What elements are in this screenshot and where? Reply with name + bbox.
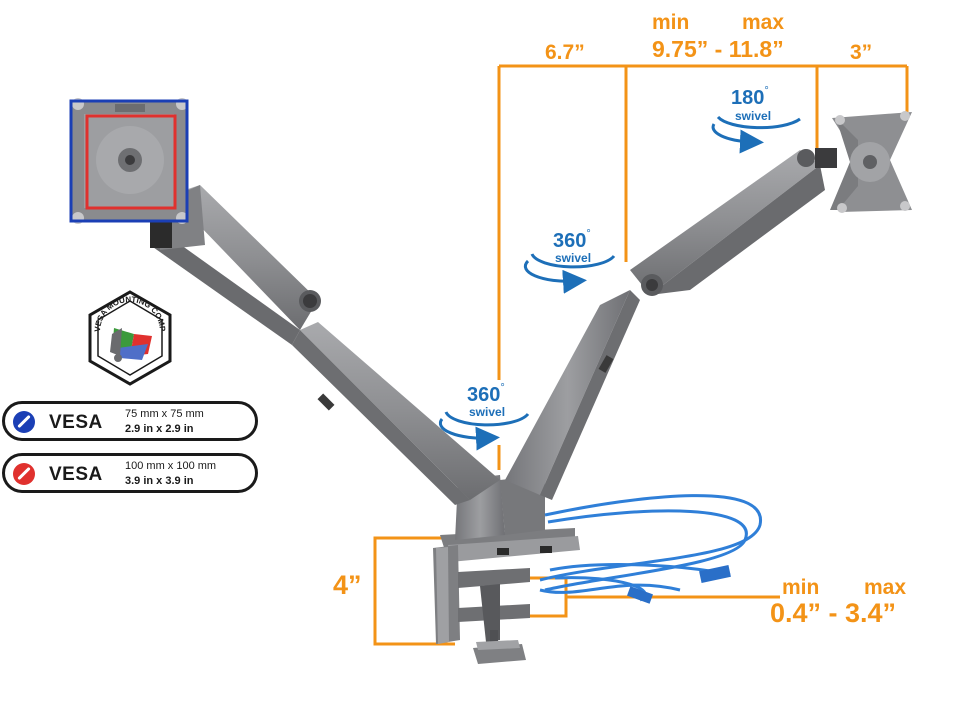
dimension-top-min-label: min [652, 11, 690, 34]
swivel-arrow-middle [523, 253, 616, 294]
vesa-mm-size: 100 mm x 100 mm [125, 460, 217, 472]
swivel-arrow-bottom [438, 411, 530, 451]
dimension-top-left: 6.7” [545, 41, 585, 64]
dimension-top-range: 9.75” - 11.8” [652, 36, 784, 62]
swivel-arrow-top [711, 115, 801, 154]
swivel-word-top: swivel [735, 109, 772, 123]
dimension-clamp-min-label: min [782, 576, 820, 599]
vesa-red-dot-icon [13, 463, 35, 485]
vesa-in-size: 3.9 in x 3.9 in [125, 475, 194, 487]
swivel-degrees-bottom: 360° [467, 382, 505, 406]
left-arm [70, 98, 500, 505]
vesa-option-100: VESA 100 mm x 100 mm 3.9 in x 3.9 in [2, 453, 258, 493]
swivel-word-middle: swivel [555, 251, 592, 265]
vesa-label: VESA [49, 464, 103, 485]
dimension-clamp-range: 0.4” - 3.4” [770, 598, 897, 628]
desk-clamp [433, 528, 580, 664]
usb-plug [627, 586, 653, 604]
vesa-in-size: 2.9 in x 2.9 in [125, 423, 194, 435]
vesa-75-outline [85, 114, 177, 210]
swivel-degrees-middle: 360° [553, 228, 591, 252]
vesa-option-75: VESA 75 mm x 75 mm 2.9 in x 2.9 in [2, 401, 258, 441]
dimension-top-max-label: max [742, 11, 785, 34]
vesa-label: VESA [49, 412, 103, 433]
vesa-compliant-badge: VESA MOUNTING COMPLIANT [88, 290, 172, 386]
dimension-clamp-height: 4” [333, 570, 362, 600]
vesa-100-outline [69, 99, 189, 223]
dimension-clamp-max-label: max [864, 576, 907, 599]
right-arm [505, 111, 912, 500]
vesa-mm-size: 75 mm x 75 mm [125, 408, 204, 420]
dimension-top-right: 3” [850, 41, 873, 64]
vesa-blue-dot-icon [13, 411, 35, 433]
swivel-word-bottom: swivel [469, 405, 506, 419]
usb-plug [699, 565, 731, 583]
swivel-degrees-top: 180° [731, 85, 769, 109]
